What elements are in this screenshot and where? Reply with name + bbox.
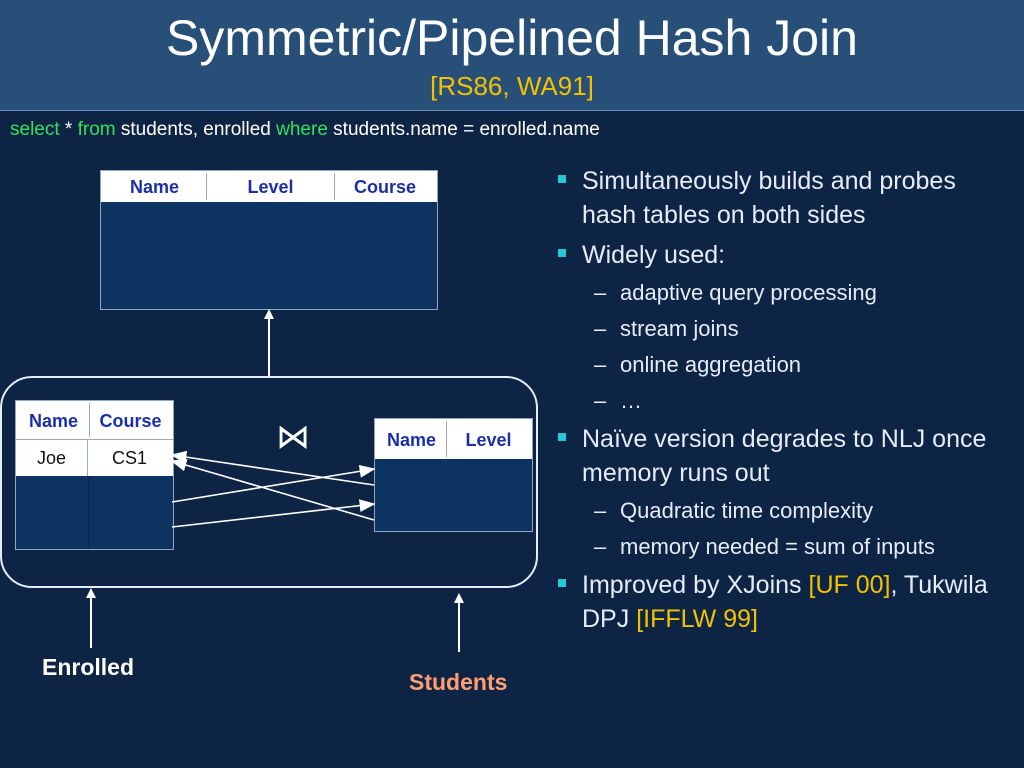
- sql-query: select * from students, enrolled where s…: [10, 119, 600, 141]
- result-header-level: Level: [207, 173, 335, 200]
- enrolled-cell-course: CS1: [111, 448, 147, 468]
- sub-bullet-item: –…: [556, 386, 1016, 416]
- sub-bullet-text: Quadratic time complexity: [620, 498, 874, 523]
- bullet-item: Simultaneously builds and probes hash ta…: [556, 164, 1016, 232]
- square-bullet-icon: [558, 433, 566, 441]
- sub-bullet-text: adaptive query processing: [620, 280, 877, 305]
- result-table-header: Name Level Course: [101, 171, 437, 202]
- bullet-text-part: , Tukwila DPJ: [582, 571, 995, 633]
- sub-bullet-text: memory needed = sum of inputs: [620, 534, 935, 559]
- enrolled-input-arrow-line: [90, 597, 92, 648]
- probe-arrow-students-to-enrolled-1: [170, 450, 375, 486]
- bullet-list: Simultaneously builds and probes hash ta…: [556, 164, 1016, 642]
- dash-icon: –: [594, 352, 607, 377]
- dash-icon: –: [594, 534, 607, 559]
- sql-from-keyword: from: [77, 119, 116, 140]
- sub-bullet-text: online aggregation: [620, 352, 802, 377]
- enrolled-header-course: Course: [99, 411, 162, 431]
- sub-bullet-item: –stream joins: [556, 314, 1016, 344]
- join-operator-box: [0, 376, 538, 588]
- result-header-name: Name: [103, 173, 207, 200]
- sql-condition: students.name = enrolled.name: [327, 119, 600, 140]
- enrolled-table-header: Name Course: [16, 401, 173, 439]
- bullet-text: Naïve version degrades to NLJ once memor…: [582, 425, 987, 487]
- sql-where-keyword: where: [276, 119, 328, 140]
- dash-icon: –: [594, 280, 607, 305]
- students-input-arrow-line: [458, 602, 460, 652]
- enrolled-cell-name: Joe: [16, 440, 88, 476]
- bullet-text: Widely used:: [582, 241, 726, 269]
- result-arrow-head: [264, 309, 274, 319]
- sub-bullet-item: –online aggregation: [556, 350, 1016, 380]
- table-row: Joe CS1: [16, 439, 173, 476]
- bullet-item: Naïve version degrades to NLJ once memor…: [556, 422, 1016, 490]
- result-arrow-line: [268, 318, 270, 376]
- citation-ref: [UF 00]: [808, 571, 891, 599]
- students-header-name: Name: [377, 421, 447, 457]
- probe-arrow-enrolled-to-students-1: [171, 465, 376, 503]
- students-table-header: Name Level: [375, 419, 532, 459]
- students-input-arrow-head: [454, 593, 464, 603]
- dash-icon: –: [594, 388, 607, 413]
- square-bullet-icon: [558, 579, 566, 587]
- square-bullet-icon: [558, 249, 566, 257]
- dash-icon: –: [594, 316, 607, 341]
- sub-bullet-text: stream joins: [620, 316, 739, 341]
- sub-bullet-item: –memory needed = sum of inputs: [556, 532, 1016, 562]
- enrolled-hash-table: Name Course Joe CS1: [15, 400, 174, 550]
- sub-bullet-text: …: [620, 388, 642, 413]
- result-table: Name Level Course: [100, 170, 438, 310]
- title-bar: Symmetric/Pipelined Hash Join [RS86, WA9…: [0, 0, 1024, 111]
- enrolled-label: Enrolled: [42, 654, 135, 680]
- square-bullet-icon: [558, 175, 566, 183]
- students-label: Students: [409, 669, 508, 695]
- sub-bullet-item: –Quadratic time complexity: [556, 496, 1016, 526]
- probe-arrow-students-to-enrolled-2: [170, 458, 375, 521]
- dash-icon: –: [594, 498, 607, 523]
- enrolled-column-divider: [88, 476, 89, 549]
- sql-tables: students, enrolled: [115, 119, 277, 140]
- join-symbol-icon: ⋈: [276, 417, 310, 457]
- sql-select-keyword: select: [10, 119, 60, 140]
- enrolled-input-arrow-head: [86, 588, 96, 598]
- bullet-text: Simultaneously builds and probes hash ta…: [582, 167, 956, 229]
- bullet-text-part: Improved by XJoins: [582, 571, 809, 599]
- sql-star: *: [59, 119, 78, 140]
- students-hash-table: Name Level: [374, 418, 533, 532]
- bullet-item: Improved by XJoins [UF 00], Tukwila DPJ …: [556, 568, 1016, 636]
- citation-ref: [IFFLW 99]: [636, 605, 758, 633]
- result-header-course: Course: [353, 177, 416, 197]
- slide-subtitle: [RS86, WA91]: [430, 71, 594, 101]
- probe-arrow-enrolled-to-students-2: [171, 499, 376, 528]
- students-header-level: Level: [465, 430, 512, 450]
- sub-bullet-item: –adaptive query processing: [556, 278, 1016, 308]
- slide-title: Symmetric/Pipelined Hash Join: [166, 10, 858, 66]
- bullet-item: Widely used:: [556, 238, 1016, 272]
- enrolled-header-name: Name: [18, 403, 90, 437]
